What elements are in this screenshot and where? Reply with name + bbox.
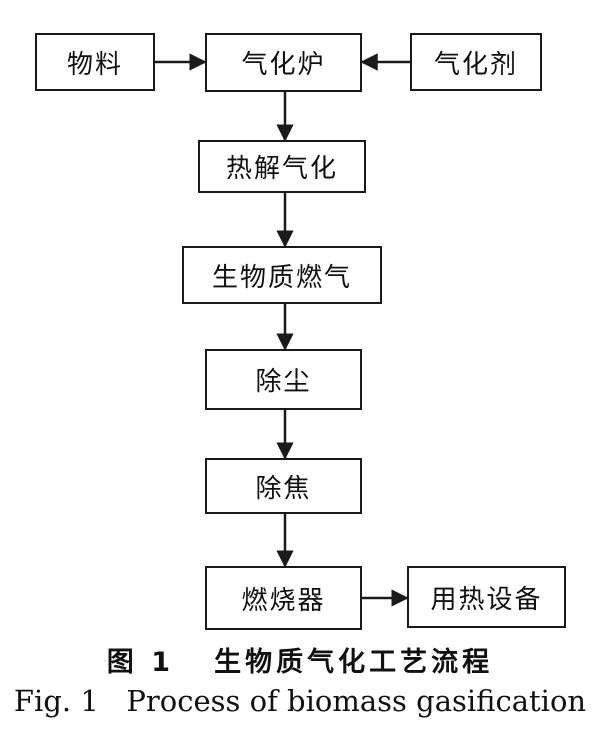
node-heat-equipment: 用热设备 (407, 566, 566, 628)
figure-caption-chinese: 图 1 生物质气化工艺流程 (106, 647, 494, 678)
node-biomass-gas: 生物质燃气 (182, 246, 382, 304)
node-burner: 燃烧器 (205, 566, 362, 630)
node-dust-removal: 除尘 (205, 349, 362, 410)
node-tar-removal: 除焦 (205, 458, 362, 514)
node-gasifier: 气化炉 (205, 33, 362, 92)
node-material: 物料 (35, 33, 155, 91)
figure-caption-english: Fig. 1 Process of biomass gasification (13, 684, 587, 718)
node-gasifying-agent: 气化剂 (410, 33, 542, 91)
node-pyrolysis-gasification: 热解气化 (198, 140, 366, 193)
